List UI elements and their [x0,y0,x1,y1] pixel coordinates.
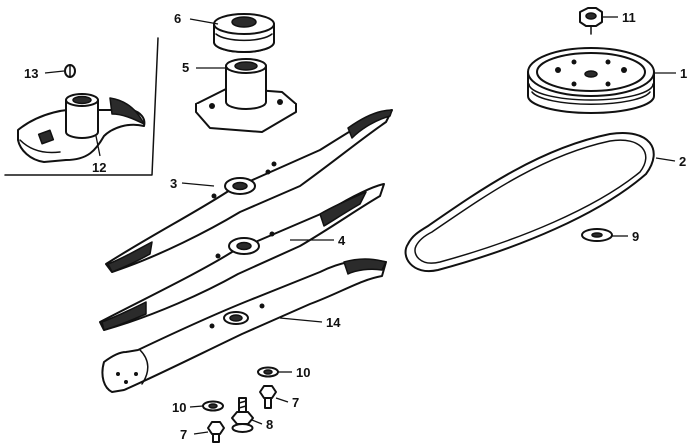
part-12-mulching-adapter [17,93,146,163]
callout-12: 12 [92,160,106,175]
part-8-bolt [231,397,254,433]
callout-10-left: 10 [172,400,186,415]
callout-7-left: 7 [180,427,187,442]
callout-6: 6 [174,11,181,26]
callout-14: 14 [326,315,341,330]
part-10-washer-right [257,366,279,378]
part-5-blade-adapter [195,58,297,133]
part-7-bolt-right [259,385,277,409]
part-9-washer [581,228,613,242]
part-1-pulley [527,47,655,114]
callout-8: 8 [266,417,273,432]
callout-5: 5 [182,60,189,75]
part-7-bolt-left [207,421,225,443]
part-4-blade [99,183,385,331]
part-13-clip [64,64,76,78]
callout-9: 9 [632,229,639,244]
callout-4: 4 [338,233,346,248]
callout-3: 3 [170,176,177,191]
callout-7-right: 7 [292,395,299,410]
part-10-washer-left [202,400,224,412]
part-11-nut [579,7,603,35]
part-14-blade [101,258,387,393]
part-6-spacer [213,13,275,53]
part-2-belt [404,132,655,273]
callout-13: 13 [24,66,38,81]
leader-lines [44,16,676,435]
callout-11: 11 [622,10,636,25]
part-3-blade [105,109,393,273]
callout-2: 2 [679,154,686,169]
callout-10-right: 10 [296,365,310,380]
callout-1: 1 [680,66,687,81]
kit-divider-line [4,37,159,176]
